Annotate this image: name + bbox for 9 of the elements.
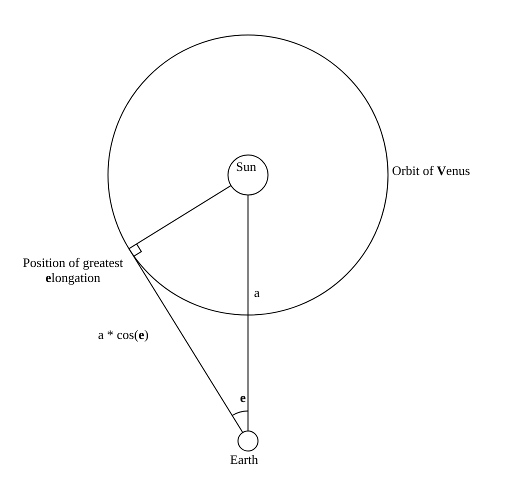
sun-label: Sun [236,159,256,174]
orbit-label: Orbit of Venus [392,163,470,178]
position-label: Position of greatest elongation [22,255,124,285]
edge-label: a [254,285,260,300]
edge-label: a * cos(e) [98,327,149,342]
earth-label: Earth [230,452,258,467]
angle-label: e [240,390,246,405]
connector-line [128,185,232,250]
connector-line [128,248,244,433]
